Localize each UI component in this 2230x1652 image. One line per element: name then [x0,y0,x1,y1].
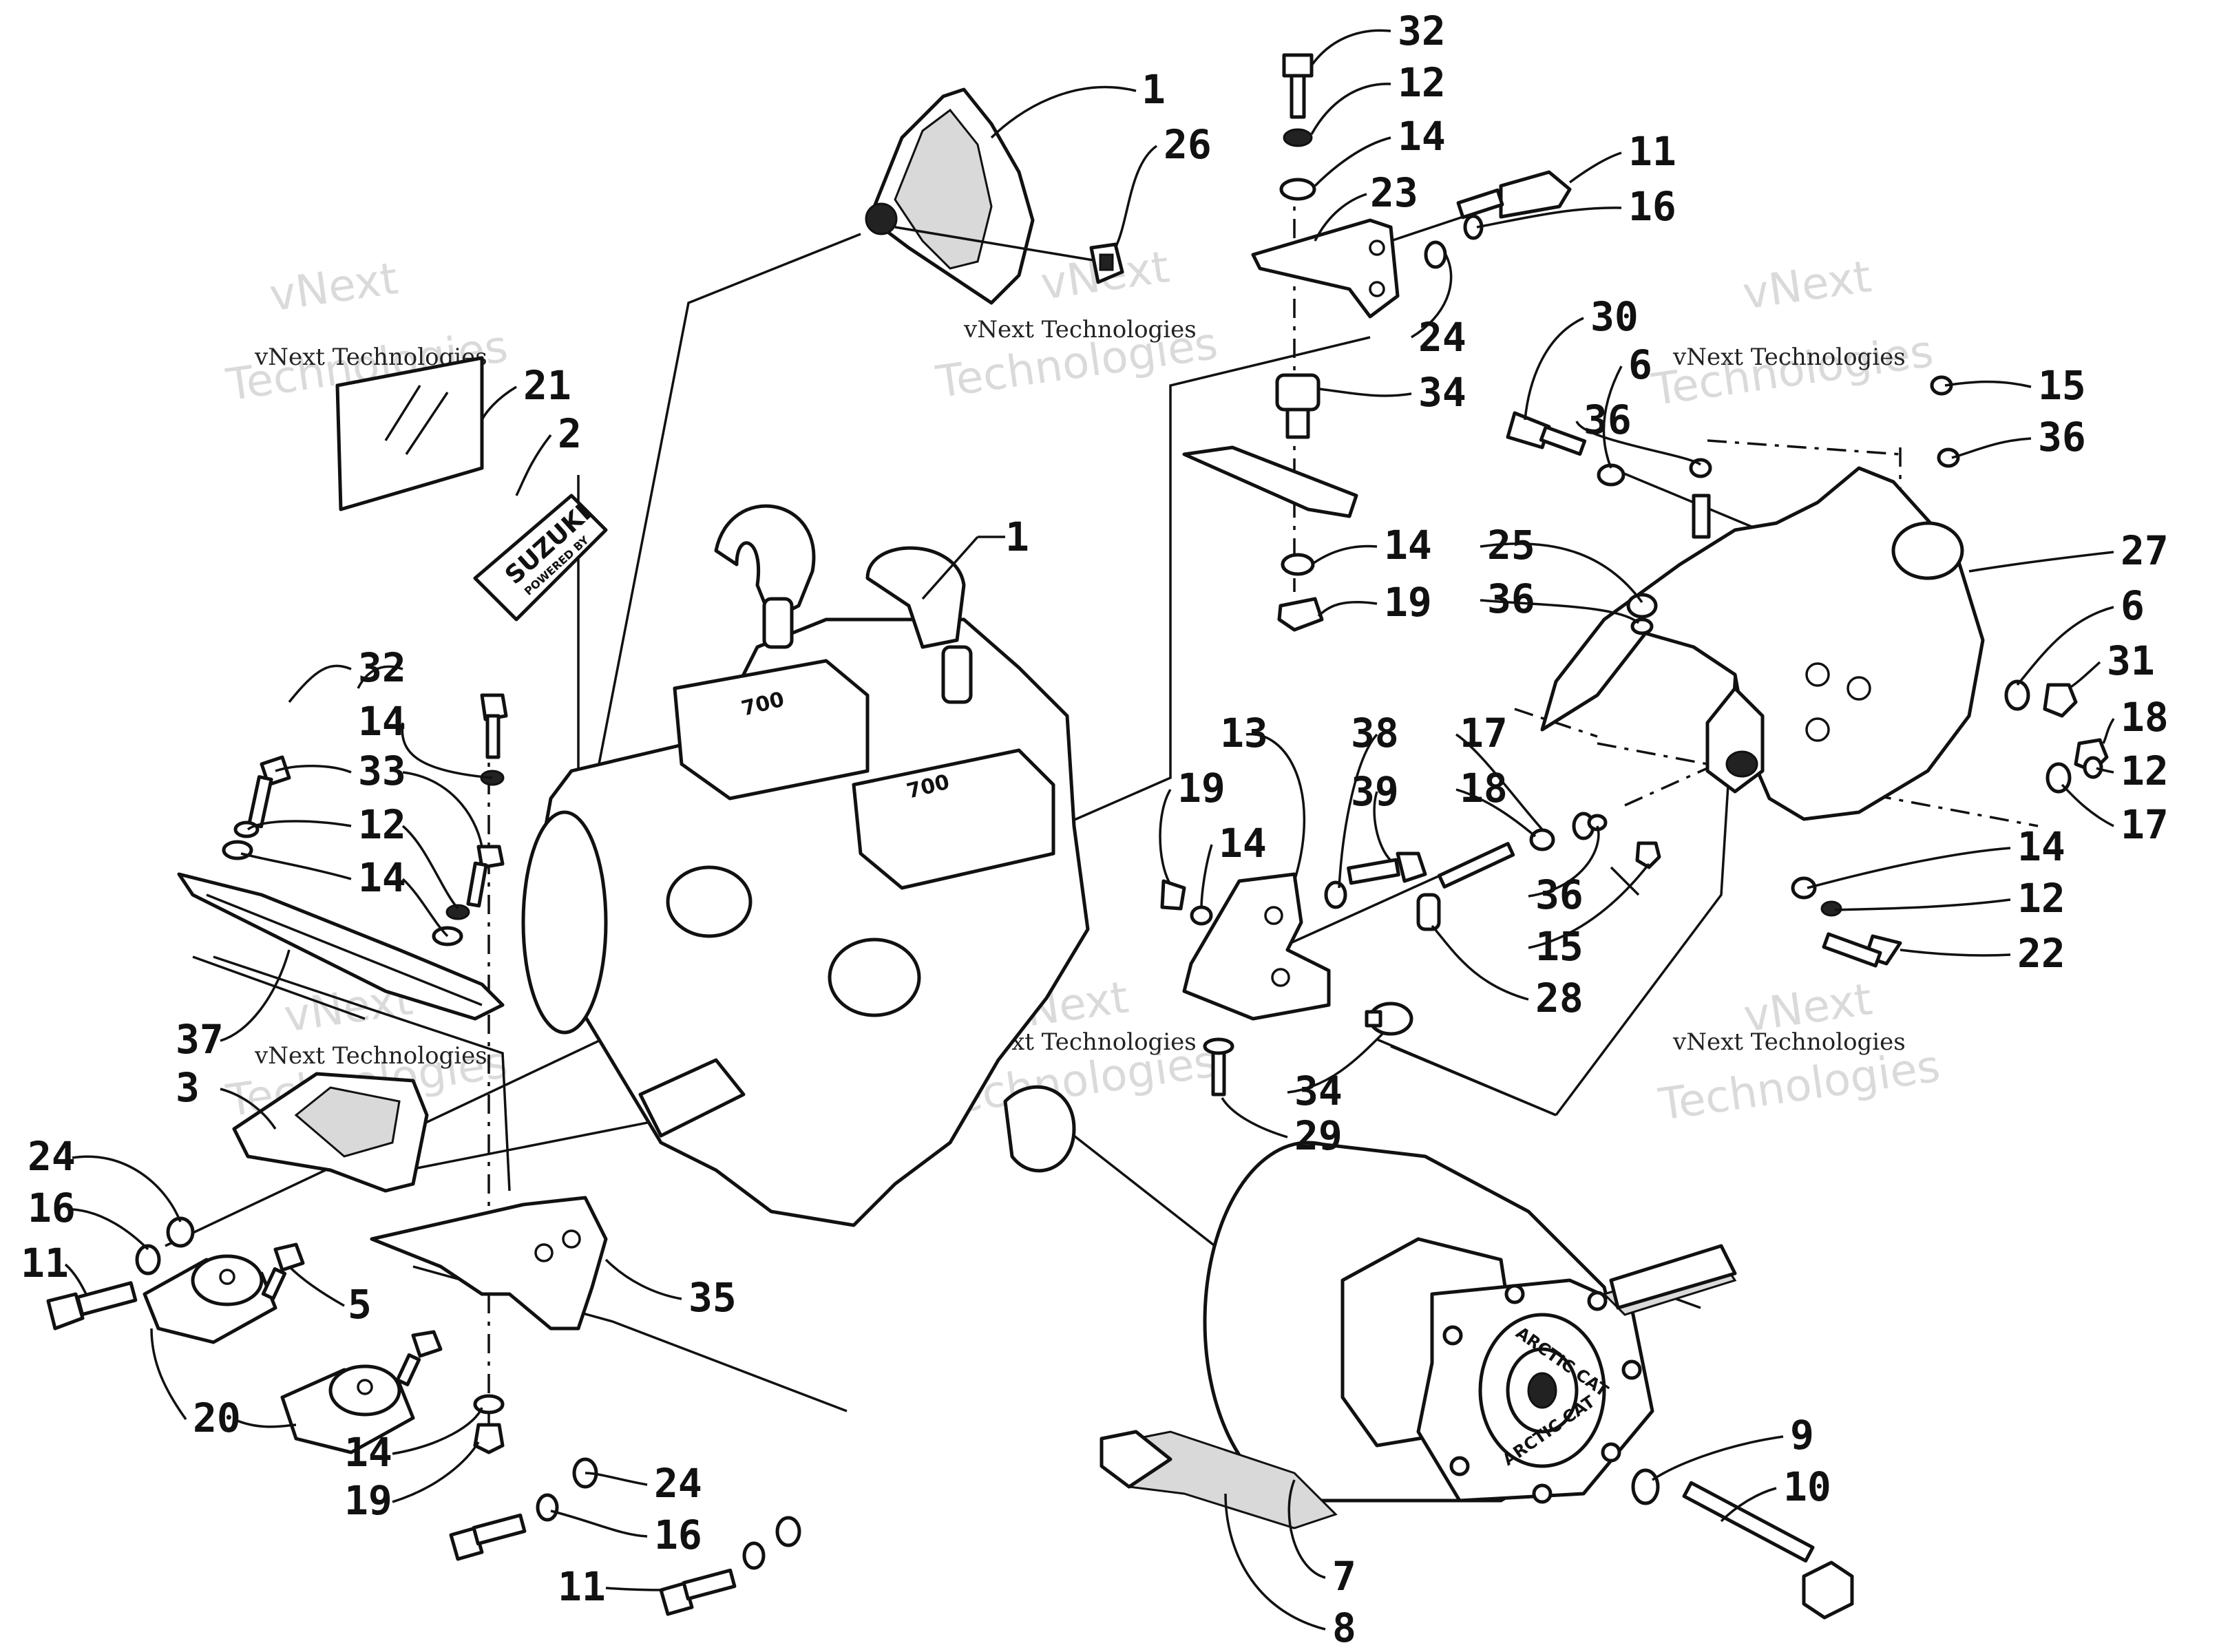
callout-label: 21 [523,362,571,409]
watermark-caption: vNext Technologies [1672,343,1906,371]
callout-label: 36 [2038,414,2086,460]
callout-label: 17 [1460,710,1508,756]
rubber-mount-upper [1182,373,1358,632]
watermark-brand: vNext [1740,251,1874,319]
callout-label: 14 [358,698,406,745]
side-bracket [1160,851,1427,1097]
watermark-caption: vNext Technologies [254,1042,487,1070]
callout-label: 24 [654,1460,702,1507]
callout-leaders [64,29,2115,1631]
assembly-line [1610,866,1640,896]
drive-clutch: ARCTIC CAT ARCTIC CAT [1203,1141,1654,1504]
callout-label: 6 [2121,582,2145,629]
pivot-bolt-set [1416,812,1661,931]
watermark-caption: vNext Technologies [1672,1028,1906,1056]
left-plate [177,693,508,1021]
center-engine-bracket [370,1196,608,1331]
brand-decal: SUZUKI POWERED BY [473,494,608,622]
callout-label: 16 [654,1512,702,1558]
callout-label: 7 [1332,1553,1356,1600]
assembly-line [213,955,511,1192]
callout-label: 5 [348,1281,372,1328]
callout-label: 14 [2017,823,2065,870]
callout-label: 16 [1628,183,1676,230]
assembly-line [1390,1045,1557,1116]
callout-label: 14 [344,1429,392,1476]
callout-label: 32 [1398,8,1446,54]
watermark-brand: vNext [266,253,401,321]
callout-label: 24 [28,1133,76,1180]
callout-label: 2 [558,410,582,457]
bracket-bolt-set [1424,170,1572,269]
callout-label: 14 [1398,113,1446,160]
top-bolt-stack [1279,53,1316,201]
callout-label: 31 [2107,637,2155,684]
callout-label: 1 [1005,513,1029,560]
assembly-line [1073,1134,1234,1261]
clutch-bolt [1631,1468,1854,1620]
callout-label: 10 [1783,1463,1831,1510]
assembly-line [1707,439,1901,456]
right-chassis-bracket [1540,466,1985,821]
callout-label: 9 [1790,1412,1814,1459]
callout-label: 38 [1351,710,1399,756]
callout-label: 15 [2038,362,2086,409]
callout-label: 6 [1628,341,1652,388]
callout-label: 34 [1418,369,1466,416]
assembly-line [192,955,366,1020]
callout-label: 17 [2121,801,2169,848]
callout-label: 12 [2121,748,2169,794]
callout-label: 28 [1535,975,1584,1021]
callout-label: 12 [1398,59,1446,106]
callout-label: 14 [358,854,406,901]
assembly-line [598,233,861,765]
callout-label: 12 [2017,875,2065,922]
watermark-brand: Technologies [1648,326,1936,416]
callout-label: 26 [1164,121,1212,168]
callout-label: 37 [176,1016,224,1063]
callout-label: 3 [176,1064,200,1111]
drive-belt [1100,1244,1737,1529]
callout-label: 36 [1487,575,1535,622]
assembly-line [1060,336,1371,827]
callout-label: 11 [558,1563,606,1610]
callout-label: 30 [1590,293,1639,340]
upper-mount-bracket [1251,218,1400,319]
callout-label: 23 [1370,169,1418,216]
engine-block: 700 700 [521,504,1090,1227]
callout-labels: 1 26 32 12 14 23 11 16 24 34 21 2 1 30 6… [21,8,2169,1651]
watermark-caption: vNext Technologies [963,316,1197,343]
callout-label: 14 [1384,522,1432,569]
recoil-cover [865,87,1102,305]
left-engine-bracket [232,1072,429,1193]
callout-label: 14 [1219,820,1267,867]
rubber-mounts [143,1242,443,1454]
callout-label: 16 [28,1185,76,1231]
callout-label: 19 [1177,765,1226,812]
callout-label: 33 [358,748,406,794]
callout-label: 18 [1460,765,1508,812]
callout-label: 12 [358,801,406,848]
callout-label: 11 [21,1240,69,1286]
callout-label: 19 [344,1477,392,1524]
callout-label: 27 [2121,527,2169,574]
callout-label: 11 [1628,128,1676,175]
callout-label: 1 [1142,66,1166,113]
callout-label: 18 [2121,694,2169,741]
callout-label: 35 [688,1274,737,1321]
callout-label: 29 [1294,1112,1343,1159]
callout-label: 20 [193,1395,241,1441]
rope-clip [1089,242,1124,284]
callout-label: 22 [2017,930,2065,977]
callout-label: 8 [1332,1605,1356,1651]
callout-label: 19 [1384,579,1432,626]
callout-label: 13 [1220,710,1268,756]
callout-label: 36 [1535,871,1584,918]
callout-label: 24 [1418,314,1466,361]
assembly-line [1597,742,2039,827]
glass-window [335,356,484,511]
